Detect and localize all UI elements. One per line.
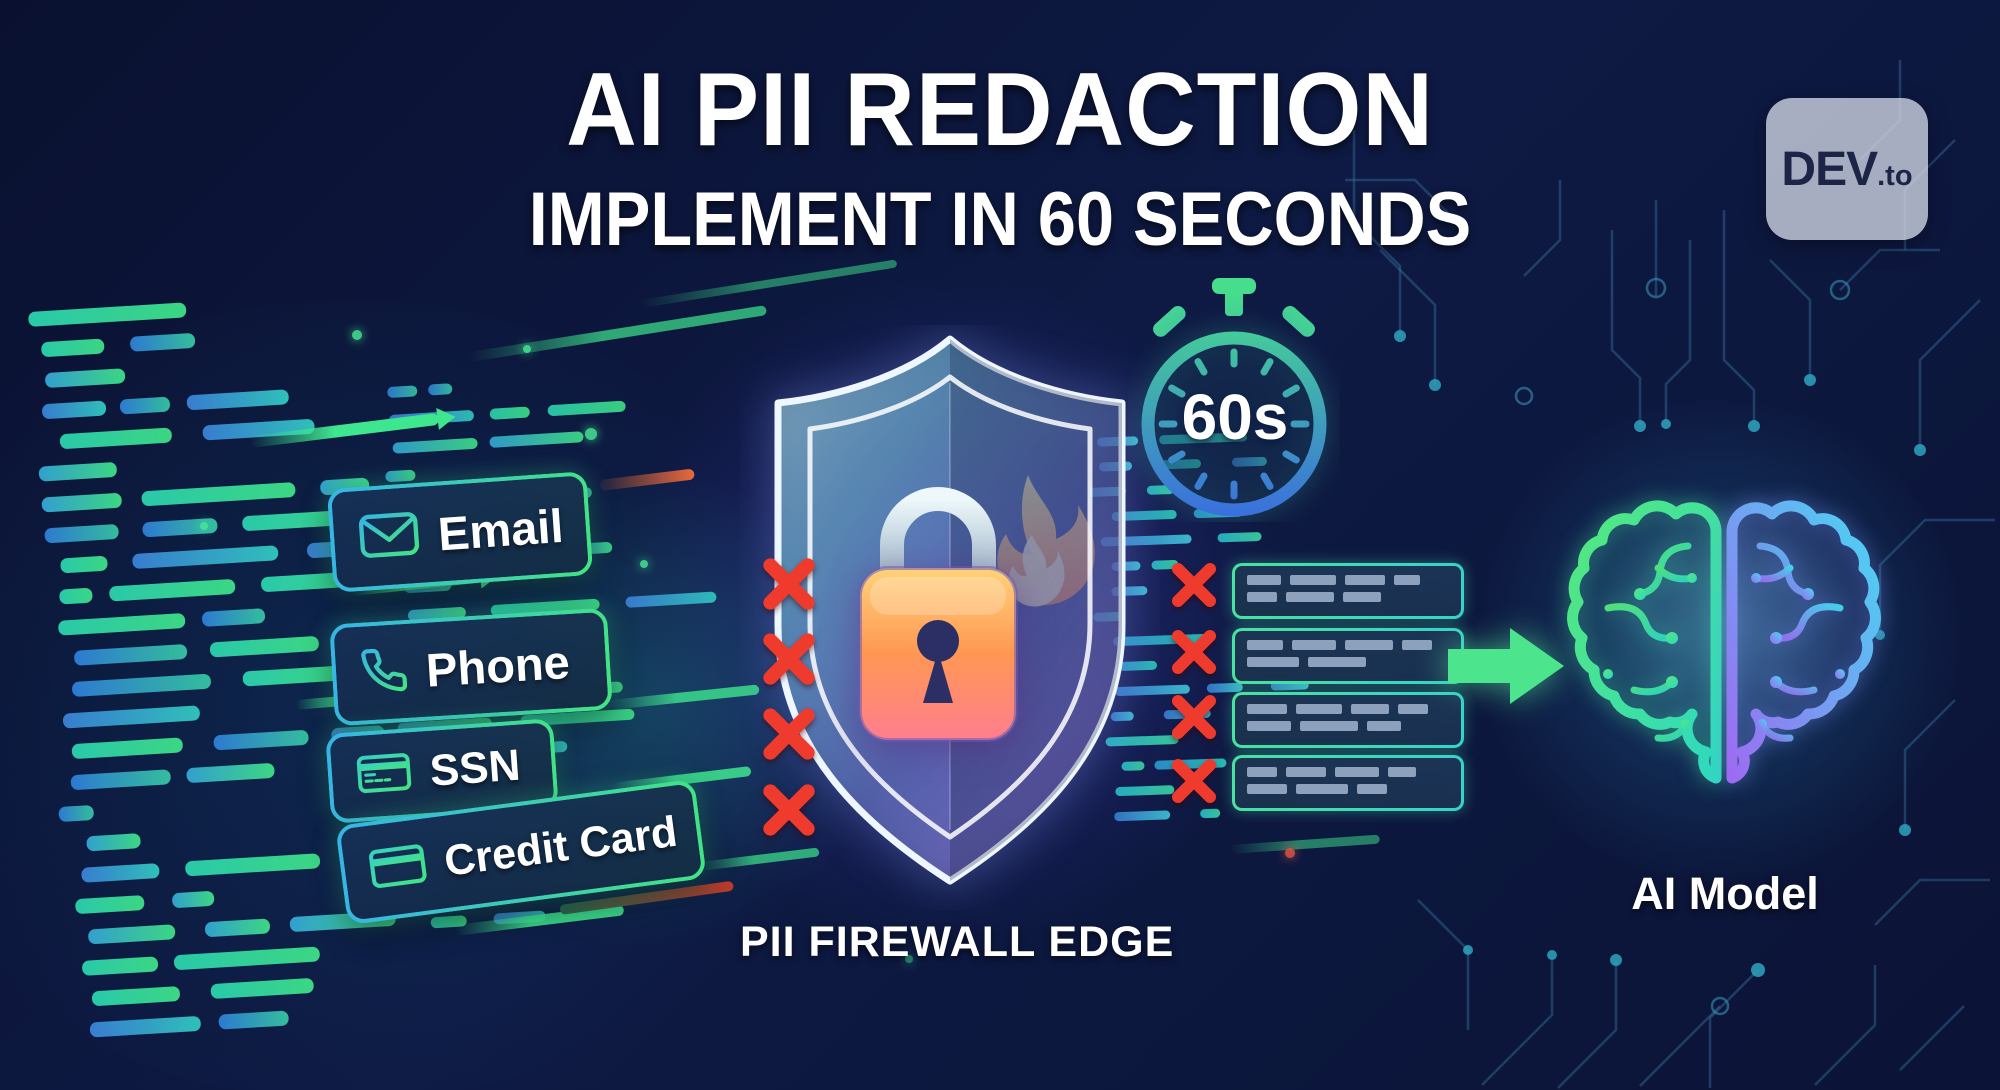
redacted-bar-row xyxy=(1247,721,1451,731)
devto-logo-badge: DEV.to xyxy=(1766,98,1928,240)
redacted-bar-row xyxy=(1247,767,1451,777)
pii-label-ssn: SSN xyxy=(325,718,559,824)
ai-model-label: AI Model xyxy=(1631,868,1819,919)
redacted-text-box xyxy=(1232,628,1464,684)
redacted-bar-row xyxy=(1247,575,1451,585)
pii-label-credit-card: Credit Card xyxy=(335,778,707,926)
redacted-bar xyxy=(1247,767,1277,777)
flow-arrow-icon xyxy=(1448,628,1564,704)
redacted-bar xyxy=(1290,575,1336,585)
redacted-bar xyxy=(1247,640,1283,650)
id-card-icon xyxy=(355,750,414,801)
redacted-bar xyxy=(1300,721,1358,731)
redacted-bar-row xyxy=(1247,657,1451,667)
redacted-bar xyxy=(1286,767,1326,777)
redacted-bar xyxy=(1296,704,1342,714)
envelope-icon xyxy=(356,508,422,565)
redacted-text-box xyxy=(1232,755,1464,811)
firewall-caption: PII FIREWALL EDGE xyxy=(740,918,1175,966)
particle-dot xyxy=(200,522,208,530)
redacted-text-box xyxy=(1232,563,1464,619)
page-subtitle: IMPLEMENT IN 60 SECONDS xyxy=(528,177,1472,262)
redacted-bar xyxy=(1345,640,1393,650)
redacted-bar xyxy=(1247,704,1287,714)
pii-label-email: Email xyxy=(326,471,594,593)
credit-card-icon xyxy=(366,840,430,896)
redacted-bar xyxy=(1343,592,1381,602)
particle-dot xyxy=(905,955,913,963)
particle-dot xyxy=(640,560,648,568)
redacted-bar xyxy=(1247,575,1281,585)
blocked-x-icon xyxy=(1170,628,1218,676)
redacted-bar xyxy=(1247,657,1299,667)
redacted-bar-row xyxy=(1247,784,1451,794)
redacted-bar xyxy=(1394,575,1420,585)
pii-firewall-shield xyxy=(774,335,1126,885)
timer-value: 60s xyxy=(1181,381,1289,453)
stopwatch-icon xyxy=(1141,278,1327,517)
page-title: AI PII REDACTION xyxy=(566,52,1434,168)
blocked-x-icon xyxy=(761,782,817,838)
redacted-bar xyxy=(1296,784,1348,794)
redacted-bar xyxy=(1402,640,1432,650)
blocked-x-icon xyxy=(1170,693,1218,741)
redacted-bar xyxy=(1345,575,1385,585)
particle-dot xyxy=(585,428,597,440)
redacted-bar xyxy=(1357,784,1387,794)
redacted-bar xyxy=(1388,767,1416,777)
pii-label-phone: Phone xyxy=(329,607,613,727)
redacted-bar xyxy=(1308,657,1366,667)
redacted-bar-row xyxy=(1247,640,1451,650)
padlock-icon xyxy=(858,487,1018,742)
particle-dot xyxy=(352,330,362,340)
redacted-text-box xyxy=(1232,692,1464,748)
redacted-bar xyxy=(1351,704,1389,714)
redacted-bar xyxy=(1292,640,1336,650)
redacted-bar-row xyxy=(1247,704,1451,714)
devto-logo-text: DEV xyxy=(1781,142,1878,196)
redacted-bar xyxy=(1247,592,1277,602)
redacted-bar xyxy=(1367,721,1401,731)
blocked-x-icon xyxy=(1170,757,1218,805)
blocked-x-icon xyxy=(761,706,817,762)
blocked-x-icon xyxy=(761,631,817,687)
redacted-bar-row xyxy=(1247,592,1451,602)
particle-dot xyxy=(523,345,531,353)
redacted-bar xyxy=(1247,721,1291,731)
redacted-bar xyxy=(1398,704,1428,714)
redacted-bar xyxy=(1247,784,1287,794)
blocked-x-icon xyxy=(761,556,817,612)
redacted-bar xyxy=(1286,592,1334,602)
particle-dot xyxy=(1285,848,1295,858)
redacted-bar xyxy=(1335,767,1379,777)
blocked-x-icon xyxy=(1170,561,1218,609)
phone-icon xyxy=(359,644,410,700)
ai-brain-icon xyxy=(1567,500,1881,784)
